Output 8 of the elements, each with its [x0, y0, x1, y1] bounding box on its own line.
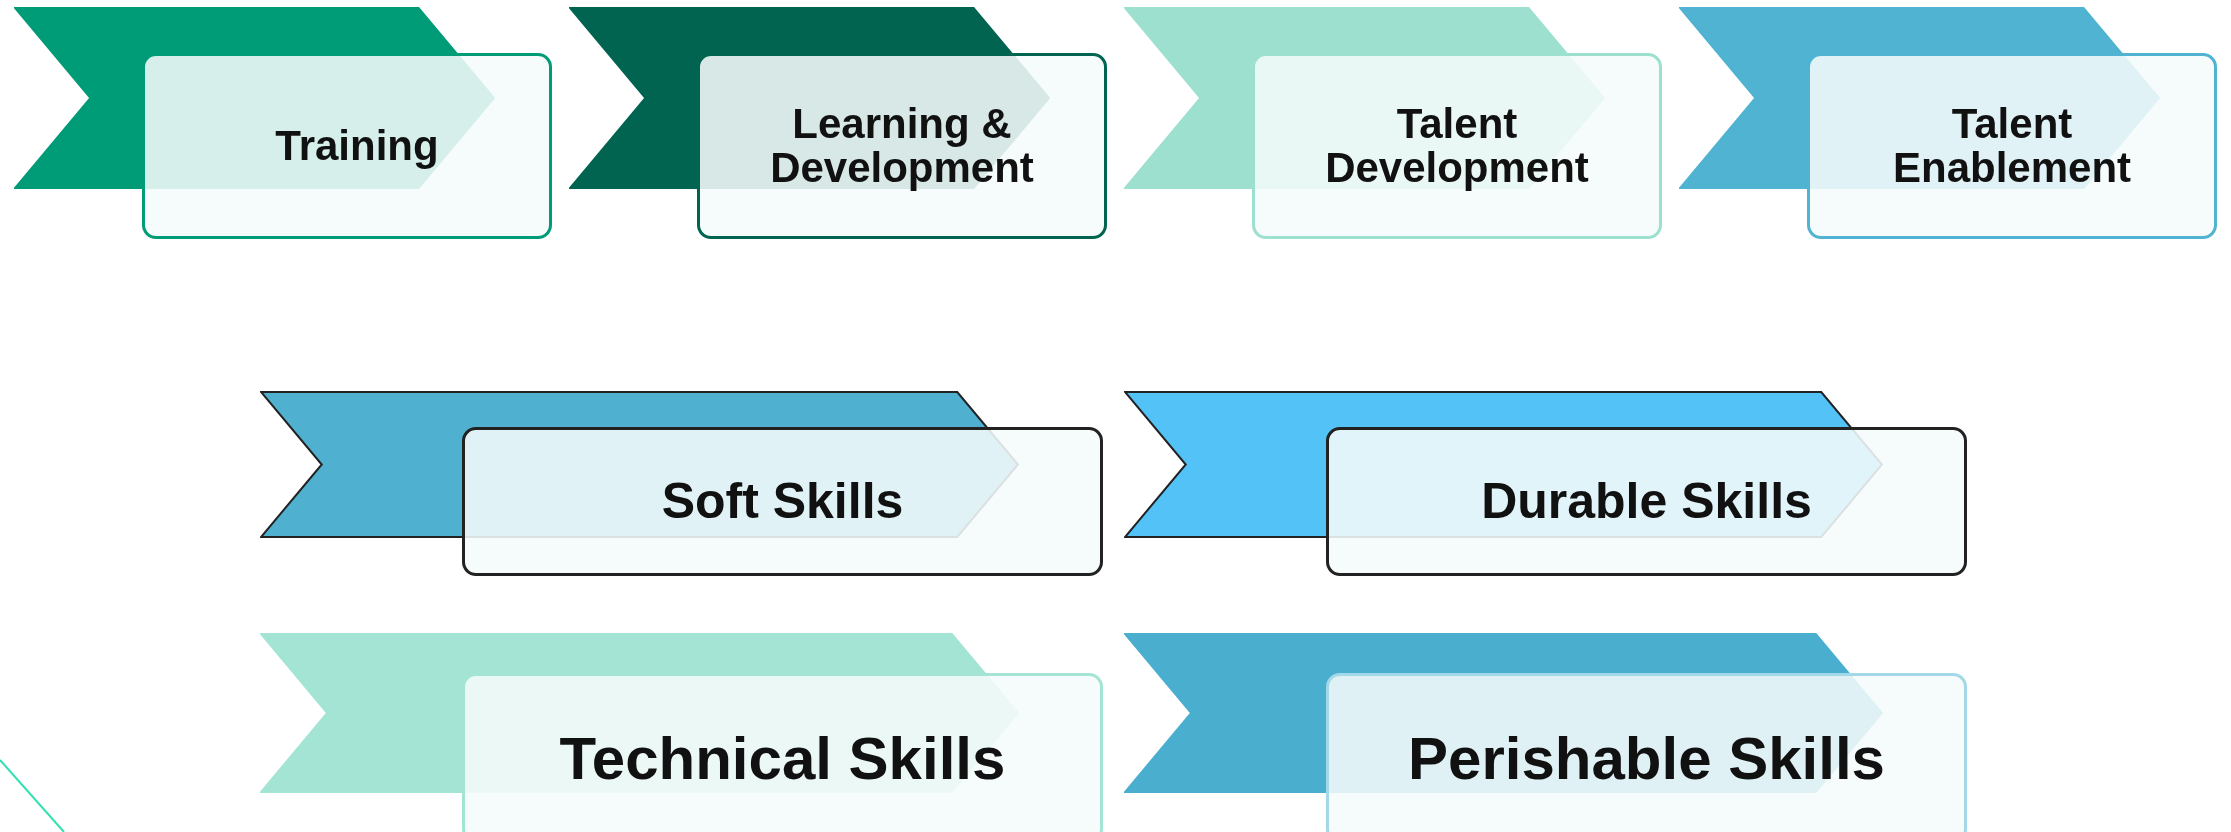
- label-card: Perishable Skills: [1326, 673, 1967, 832]
- label-card: Training: [142, 53, 552, 239]
- label-card: Soft Skills: [462, 427, 1103, 576]
- label-card: Technical Skills: [462, 673, 1103, 832]
- label-card: Talent Development: [1252, 53, 1662, 239]
- label-card: Talent Enablement: [1807, 53, 2217, 239]
- label-card: Durable Skills: [1326, 427, 1967, 576]
- label-card: Learning & Development: [697, 53, 1107, 239]
